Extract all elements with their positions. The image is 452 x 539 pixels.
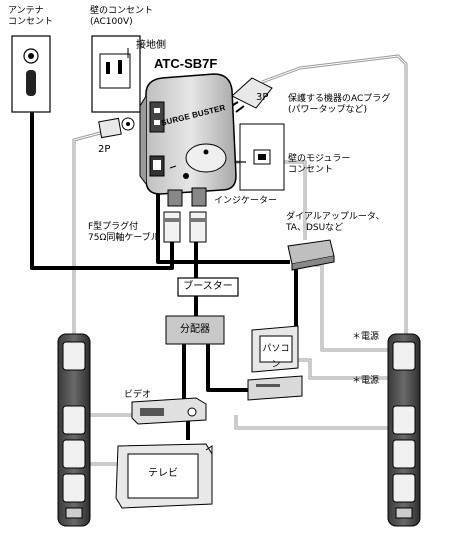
protected-device-plug-label: 保護する機器のACプラグ(パワータップなど) [288,94,391,115]
indicator-label: インジケーター [214,196,278,206]
plug-3p-label: 3P [256,92,269,103]
booster-box [177,277,239,297]
power-label-2: ＊電源 [352,376,380,386]
booster-label: ブースター [183,281,233,292]
modular-wall-outlet [239,123,285,191]
splitter-box [165,315,225,345]
router-device [287,239,335,271]
modular-outlet-label: 壁のモジュラーコンセント [288,154,351,175]
video-deck [131,397,207,425]
antenna-outlet-label: アンテナコンセント [8,6,54,27]
power-label-1: ＊電源 [352,332,380,342]
dialup-router-label: ダイアルアップルータ、TA、DSUなど [286,212,385,233]
black-cables [30,98,298,400]
video-label: ビデオ [124,390,152,400]
ac-wall-outlet [91,35,141,113]
ground-side-label: 接地側 [136,40,166,51]
surge-buster-device [139,73,237,207]
wall-outlet-label: 壁のコンセント(AC100V) [90,6,154,27]
pc-device [247,325,303,401]
plug-2p-icon [98,117,135,139]
coax-plugs [163,211,207,243]
pc-label: パソコン [262,344,290,370]
tv-device [115,443,213,509]
right-power-strip [387,333,421,527]
tv-label: テレビ [148,468,178,479]
model-title: ATC-SB7F [154,56,218,71]
left-power-strip [57,333,91,527]
plug-2p-label: 2P [98,144,111,155]
splitter-label: 分配器 [180,324,210,335]
antenna-wall-outlet [11,35,51,113]
